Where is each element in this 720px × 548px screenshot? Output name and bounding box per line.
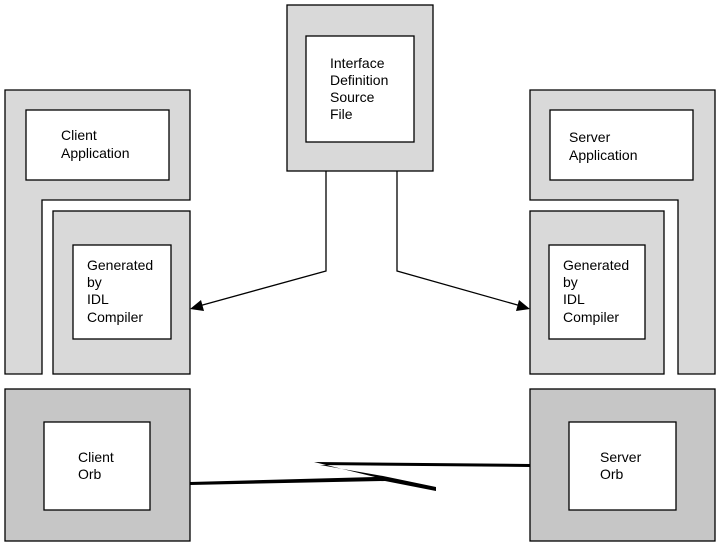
client-generated-block: Generated by IDL Compiler <box>52 210 191 375</box>
client-generated-line: Compiler <box>87 309 143 325</box>
server-generated-line: Compiler <box>563 309 619 325</box>
idl-to-server-connector <box>396 171 530 311</box>
client-generated-line: by <box>87 274 102 290</box>
server-generated-line: Generated <box>563 257 629 273</box>
client-orb-block: Client Orb <box>4 388 191 542</box>
server-generated-box <box>548 244 646 340</box>
server-generated-line: IDL <box>563 291 585 307</box>
server-generated-line: by <box>563 274 578 290</box>
server-generated-label: Generated by IDL Compiler <box>563 257 633 325</box>
server-orb-label: Server Orb <box>600 449 645 482</box>
client-orb-label: Client Orb <box>78 449 118 482</box>
server-application-box <box>549 109 694 181</box>
idl-to-server-arrowhead <box>516 300 530 311</box>
idl-source-line: Definition <box>330 72 388 88</box>
server-orb-line: Orb <box>600 466 624 482</box>
idl-to-client-connector <box>190 171 327 311</box>
idl-to-client-line <box>198 171 327 307</box>
server-generated-block: Generated by IDL Compiler <box>529 210 665 375</box>
client-orb-line: Orb <box>78 466 102 482</box>
client-orb-line: Client <box>78 449 114 465</box>
client-application-label: Client Application <box>61 127 130 161</box>
idl-source-box <box>305 35 415 143</box>
client-generated-label: Generated by IDL Compiler <box>87 257 157 325</box>
server-application-line: Application <box>569 147 638 163</box>
client-generated-line: IDL <box>87 291 109 307</box>
client-application-block: Client Application <box>4 89 191 375</box>
client-application-box <box>25 109 170 181</box>
idl-to-server-line <box>396 171 522 307</box>
client-orb-box <box>43 421 151 511</box>
client-application-line: Application <box>61 145 130 161</box>
server-orb-block: Server Orb <box>529 388 716 542</box>
server-application-block: Server Application <box>529 89 716 375</box>
server-orb-box <box>568 421 677 511</box>
client-application-line: Client <box>61 127 97 143</box>
idl-source-block: Interface Definition Source File <box>286 4 434 172</box>
server-application-line: Server <box>569 129 611 145</box>
server-orb-line: Server <box>600 449 642 465</box>
client-generated-box <box>72 244 172 340</box>
idl-source-line: Interface <box>330 55 385 71</box>
server-application-label: Server Application <box>569 129 638 163</box>
idl-to-client-arrowhead <box>190 300 204 311</box>
idl-source-line: File <box>330 106 353 122</box>
client-generated-line: Generated <box>87 257 153 273</box>
network-lightning-bolt <box>190 462 530 491</box>
idl-source-label: Interface Definition Source File <box>330 55 392 122</box>
idl-source-line: Source <box>330 89 375 105</box>
orb-network-link <box>190 462 530 491</box>
